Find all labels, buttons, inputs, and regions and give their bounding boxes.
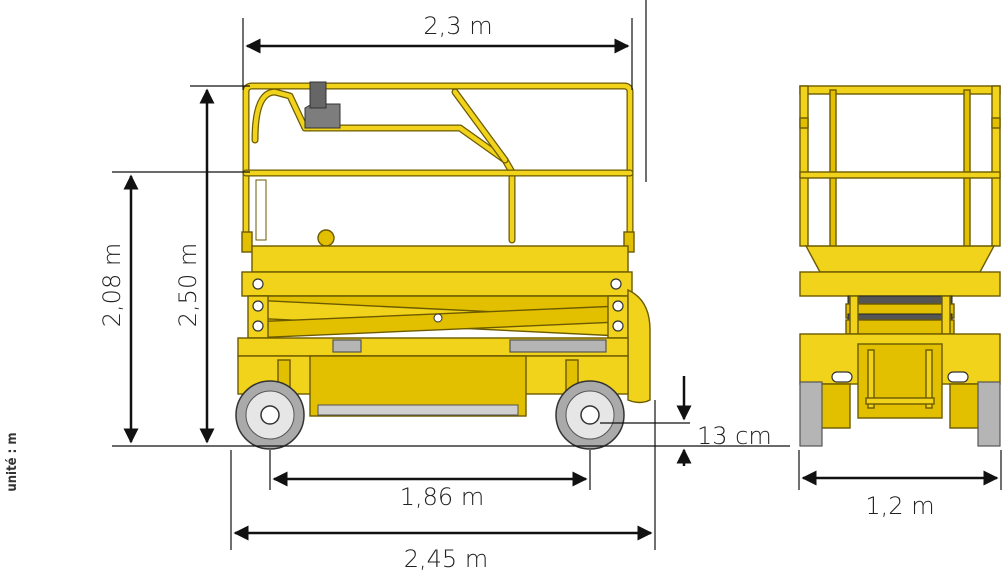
front-left-tyre bbox=[799, 381, 823, 447]
platform-deck bbox=[251, 245, 629, 273]
dimension-arrows bbox=[123, 38, 999, 541]
extension-lines bbox=[112, 0, 1002, 550]
scissor-arms bbox=[247, 295, 629, 339]
front-wheel bbox=[555, 380, 625, 450]
control-box bbox=[304, 81, 341, 129]
rear-wheel bbox=[235, 380, 305, 450]
front-platform-frame bbox=[799, 271, 1001, 297]
unit-note: unité : m bbox=[5, 432, 20, 491]
platform-length-label: 2,3 m bbox=[423, 12, 492, 40]
front-scissor-stack bbox=[845, 295, 955, 335]
beacon-light bbox=[317, 229, 335, 247]
width-label: 1,2 m bbox=[865, 492, 934, 520]
front-right-tyre bbox=[977, 381, 1001, 447]
side-guardrail bbox=[241, 82, 635, 253]
front-bumper bbox=[627, 288, 651, 404]
front-chassis bbox=[799, 333, 1001, 429]
platform-height-label: 2,08 m bbox=[98, 243, 126, 327]
overall-length-label: 2,45 m bbox=[404, 545, 488, 573]
front-guardrail bbox=[799, 85, 1001, 251]
front-view-lift bbox=[799, 85, 1001, 447]
ground-clearance-label: 13 cm bbox=[697, 422, 772, 450]
platform-frame bbox=[241, 271, 633, 297]
side-view-lift bbox=[235, 81, 651, 450]
front-platform-basket bbox=[804, 245, 996, 273]
total-height-label: 2,50 m bbox=[174, 243, 202, 327]
wheelbase-label: 1,86 m bbox=[400, 483, 484, 511]
chassis bbox=[237, 337, 629, 417]
